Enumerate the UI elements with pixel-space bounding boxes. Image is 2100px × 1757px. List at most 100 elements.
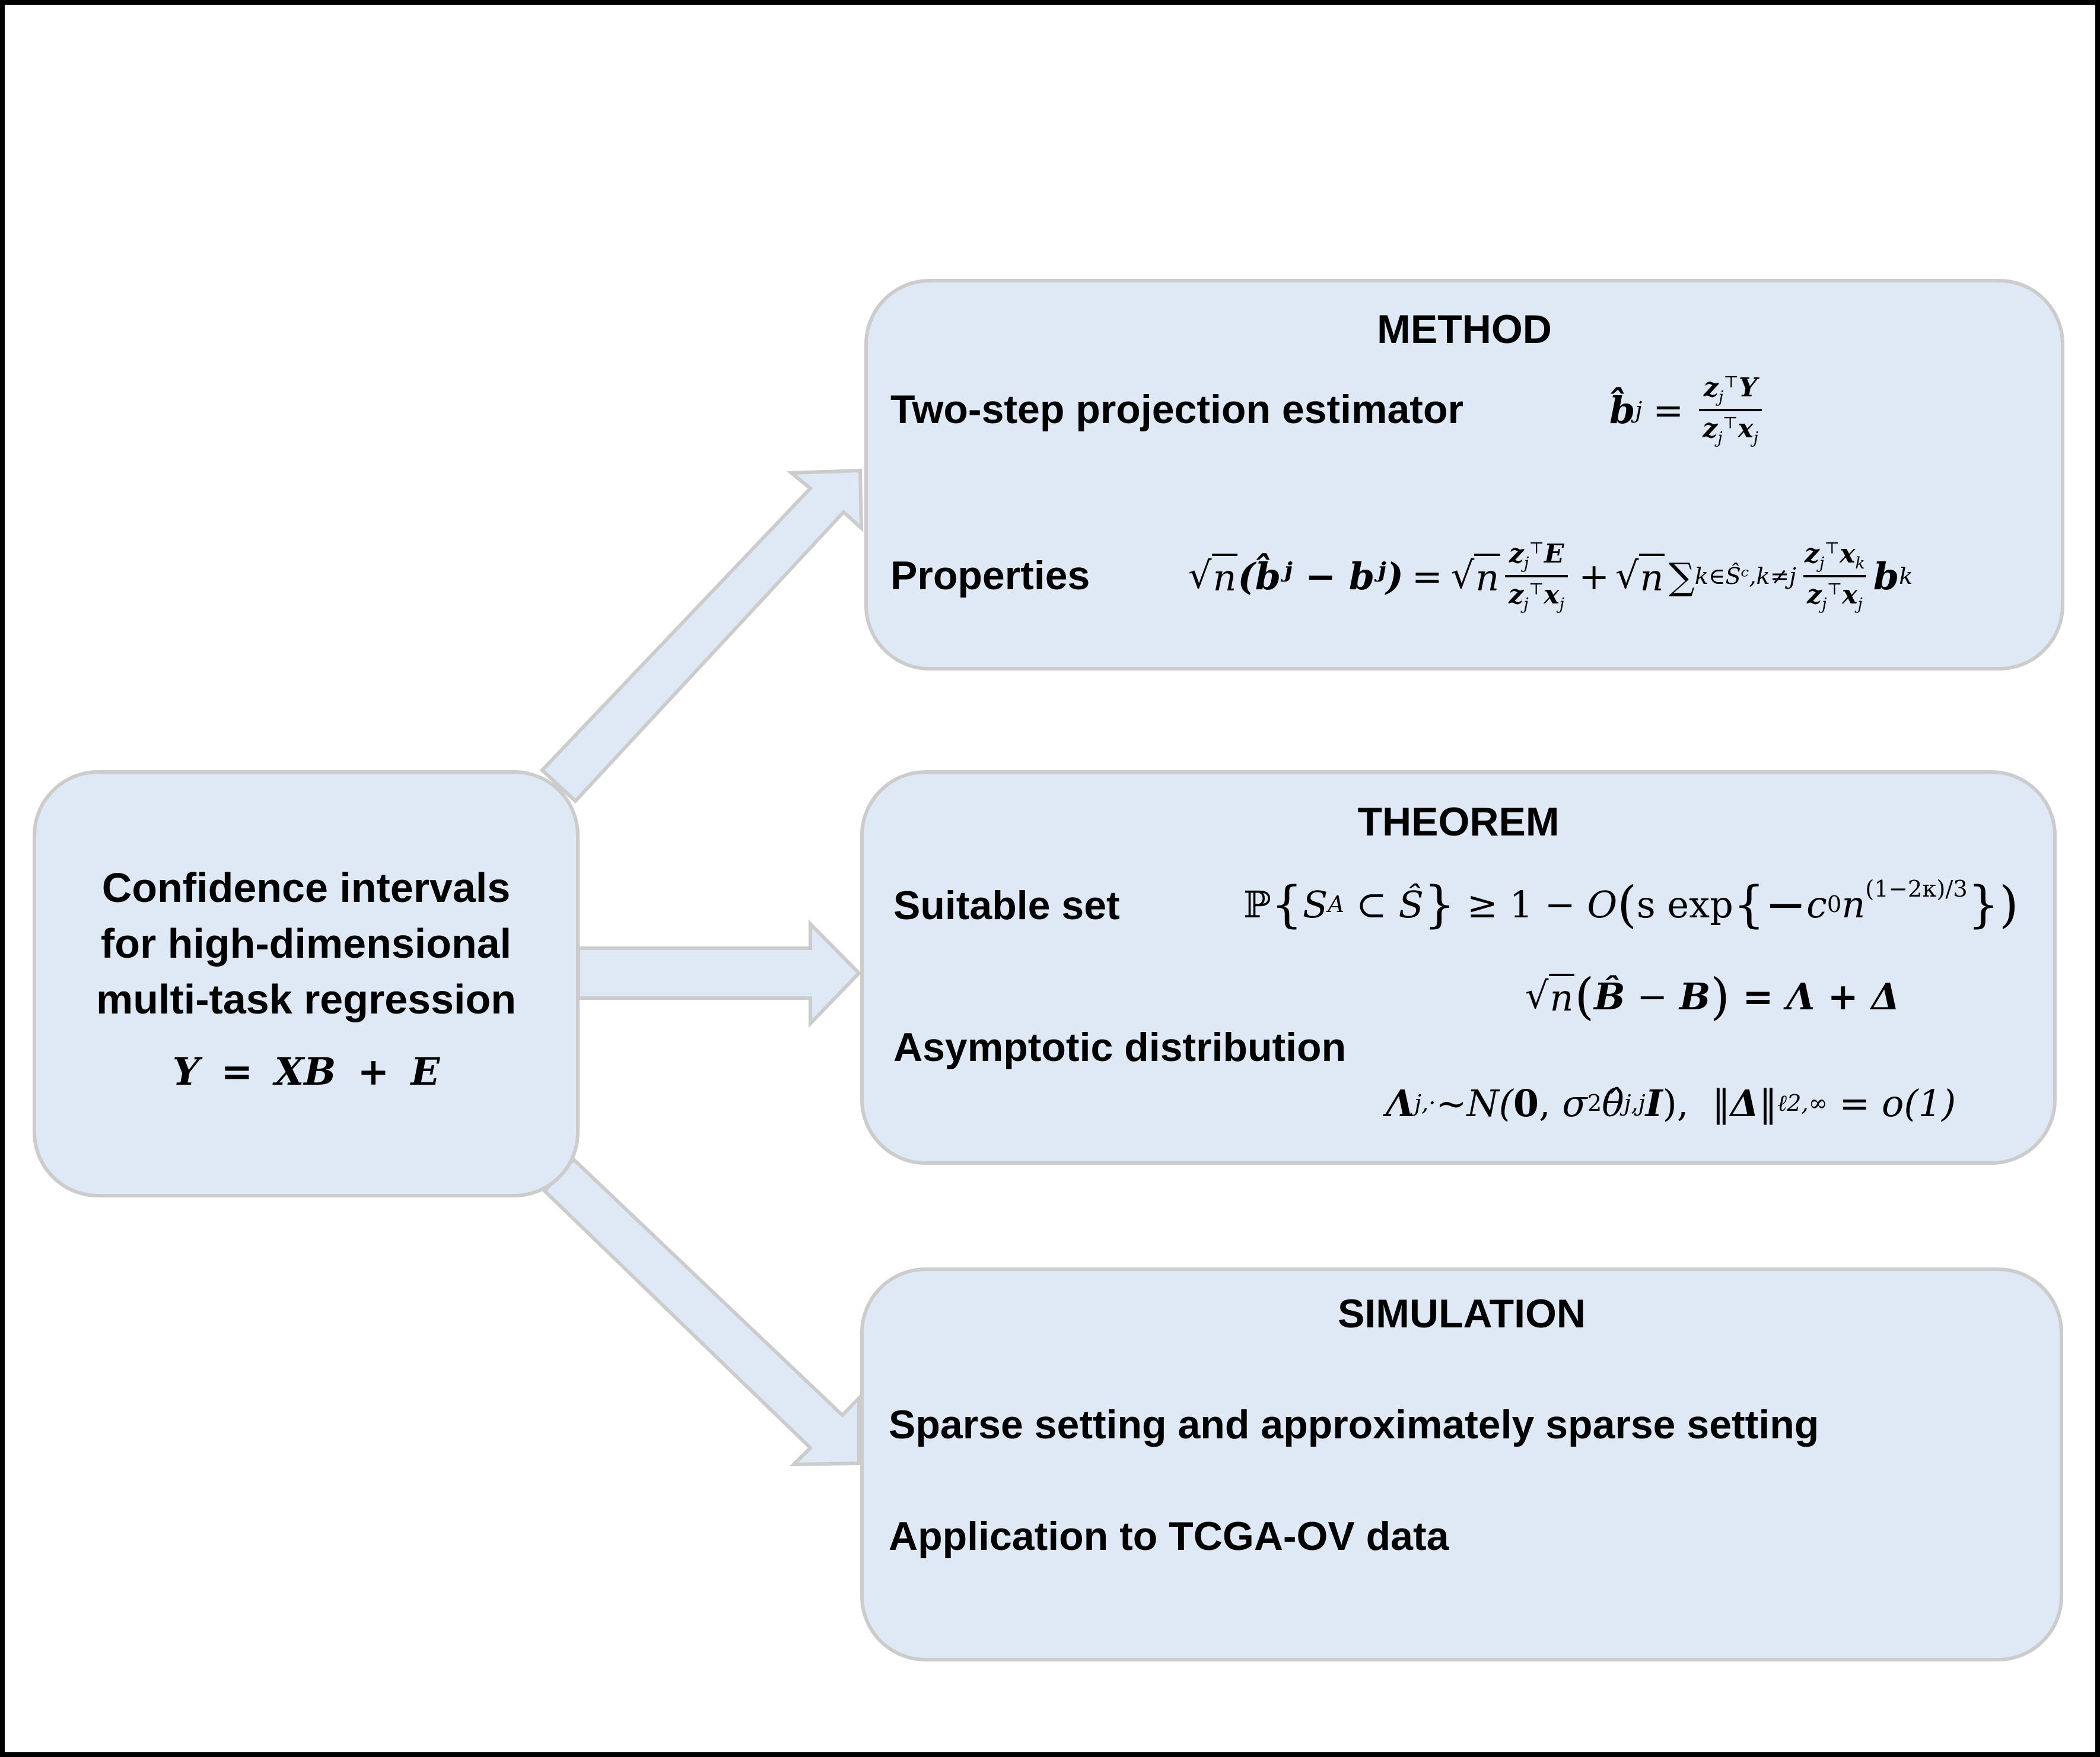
transpose: ⊤ (1723, 373, 1739, 392)
sqrt-n: √n (1525, 973, 1575, 1019)
root-box: Confidence intervals for high-dimensiona… (33, 770, 580, 1197)
z-symbol: z (1703, 414, 1718, 444)
sum-symbol: ∑ (1668, 554, 1695, 598)
x-symbol: x (1840, 539, 1856, 570)
c-symbol: c (1806, 882, 1827, 926)
s-symbol: S (1302, 882, 1328, 926)
decomposition-formula: √n ( B̂ − B ) = Λ + Δ (1525, 967, 1899, 1026)
noise-fraction: zj⊤E zj⊤xj (1505, 539, 1568, 614)
n-symbol: n (1638, 553, 1665, 599)
simulation-box: SIMULATION Sparse setting and approximat… (860, 1267, 2063, 1661)
method-heading: METHOD (1377, 307, 1552, 352)
brace: } (1423, 875, 1456, 933)
big-o-symbol: O (1587, 882, 1618, 926)
theta-hat-symbol: θ̂ (1602, 1081, 1624, 1125)
root-title-line: Confidence intervals (101, 865, 511, 911)
properties-formula: √n (b̂ʲ − bʲ) = √n zj⊤E zj⊤xj + √n ∑k∈Ŝᶜ… (1188, 529, 1913, 624)
sexp-term: s exp (1636, 882, 1733, 926)
norm-bar: ‖ (1759, 1081, 1778, 1125)
root-title-line: multi-task regression (96, 976, 516, 1022)
b-symbol: b (1873, 554, 1899, 598)
root-title-line: for high-dimensional (100, 920, 512, 967)
arrow-to-method (539, 468, 864, 804)
superscript: j (1635, 396, 1643, 424)
n-symbol: n (1211, 553, 1238, 599)
subscript: A (1328, 891, 1345, 918)
shat-symbol: Ŝ (1398, 882, 1424, 926)
paren: ( (1617, 875, 1637, 933)
fraction-numerator: zj⊤E (1509, 539, 1564, 573)
z-symbol: z (1703, 373, 1719, 403)
y-symbol: Y (1739, 373, 1758, 403)
identity-symbol: I (1645, 1081, 1663, 1125)
equals-sign: = (1653, 388, 1684, 432)
e-symbol: E (1544, 539, 1564, 570)
n-symbol: n (1474, 553, 1501, 599)
minus-sign: − (1625, 974, 1679, 1018)
brace: { (1271, 875, 1303, 933)
zero-vector: 0 (1513, 1081, 1539, 1125)
rhs-term: = o(1) (1827, 1081, 1956, 1125)
geq-term: ≥ 1 − (1455, 882, 1587, 926)
bias-fraction: zj⊤xk zj⊤xj (1801, 539, 1869, 614)
estimator-fraction: zj⊤Y zj⊤xj (1699, 373, 1762, 447)
fraction-denominator: zj⊤xj (1699, 409, 1762, 447)
simulation-item: Application to TCGA-OV data (889, 1514, 1449, 1559)
brace: {− (1733, 875, 1807, 933)
theorem-heading: THEOREM (1357, 799, 1560, 844)
probability-symbol: ℙ (1243, 882, 1271, 926)
subset-sign: ⊂ (1344, 882, 1399, 926)
fraction-denominator: zj⊤xj (1505, 575, 1568, 614)
difference-term: (b̂ʲ − bʲ) (1237, 554, 1404, 598)
subscript: j (1718, 388, 1724, 406)
method-box: METHOD Two-step projection estimator b̂j… (864, 279, 2064, 671)
x-symbol: x (1738, 414, 1754, 444)
theorem-row-label: Suitable set (893, 883, 1120, 928)
norm-bar: ‖ (1688, 1081, 1730, 1125)
simulation-item: Sparse setting and approximately sparse … (889, 1402, 1819, 1447)
n-symbol: n (1548, 973, 1575, 1019)
sigma-symbol: σ (1562, 1081, 1587, 1125)
subscript: j,j (1624, 1089, 1646, 1117)
delta-symbol: Δ (1730, 1081, 1759, 1125)
simulation-heading: SIMULATION (1337, 1291, 1586, 1336)
arrow-to-theorem (577, 919, 862, 1028)
bhat-symbol: b̂ (1609, 388, 1636, 432)
arrow-to-simulation (542, 1156, 861, 1467)
model-equation: Y = XB + E (172, 1050, 440, 1094)
sqrt-n: √n (1450, 553, 1501, 599)
lambda-symbol: Λ (1386, 1081, 1415, 1125)
subscript: j (1717, 428, 1723, 447)
subscript: 0 (1827, 891, 1842, 918)
sqrt-n: √n (1615, 553, 1665, 599)
normal-dist: ~N( (1436, 1081, 1513, 1125)
root-title: Confidence intervals for high-dimensiona… (36, 860, 576, 1027)
fraction-numerator: zj⊤xk (1804, 539, 1865, 573)
estimator-formula: b̂j = zj⊤Y zj⊤xj (1609, 366, 1767, 455)
subscript: j (1753, 428, 1759, 447)
theorem-row-label: Asymptotic distribution (893, 1025, 1347, 1070)
method-row-label: Two-step projection estimator (890, 387, 1463, 432)
b-symbol: B (1679, 974, 1711, 1018)
exponent: 2 (1587, 1089, 1602, 1117)
fraction-denominator: zj⊤xj (1803, 575, 1866, 614)
sqrt-n: √n (1188, 553, 1238, 599)
sum-index: k∈Ŝᶜ,k≠j (1694, 563, 1796, 590)
subscript: ℓ2,∞ (1777, 1089, 1828, 1117)
equals-sign: = (1411, 554, 1443, 598)
comma: , (1538, 1081, 1563, 1125)
method-row-label: Properties (890, 553, 1090, 598)
fraction-numerator: zj⊤Y (1700, 373, 1761, 409)
paren: ) (1710, 967, 1730, 1025)
rhs-term: = Λ + Δ (1729, 974, 1900, 1018)
subscript: j,· (1414, 1089, 1436, 1117)
superscript: k (1899, 563, 1913, 590)
paren: ), (1662, 1081, 1689, 1125)
subscript: k (1855, 554, 1865, 573)
n-symbol: n (1841, 882, 1866, 926)
